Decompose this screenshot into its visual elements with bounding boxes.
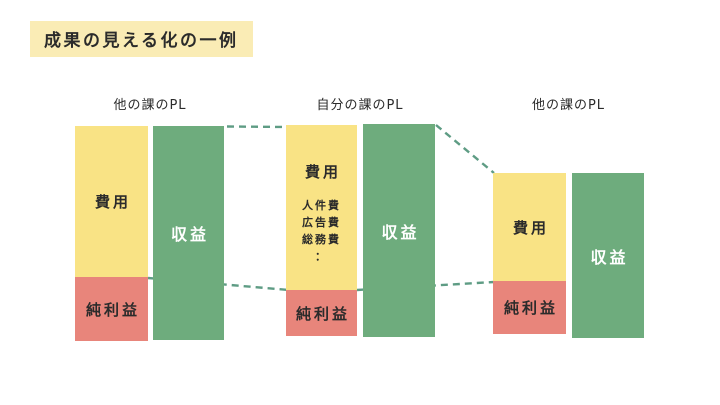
dashed-connector-profit-mid-right xyxy=(356,280,495,292)
expense-bar-left: 費用 xyxy=(75,126,148,277)
group-label-own-dept: 自分の課のPL xyxy=(316,98,404,113)
expense-bar-own: 費用 人件費 広告費 総務費 ： xyxy=(286,125,357,290)
expense-label: 費用 xyxy=(94,193,131,211)
expense-breakdown-list: 人件費 広告費 総務費 ： xyxy=(302,197,341,265)
dashed-connector-top-left-mid xyxy=(226,125,288,129)
expense-item-advertising: 広告費 xyxy=(302,216,341,229)
net-profit-bar-left: 純利益 xyxy=(75,277,148,341)
revenue-label: 収益 xyxy=(590,247,629,267)
page-title: 成果の見える化の一例 xyxy=(30,21,253,57)
revenue-bar-left: 収益 xyxy=(153,126,224,340)
revenue-bar-right: 収益 xyxy=(572,173,644,338)
net-profit-label: 純利益 xyxy=(503,299,558,317)
expense-label: 費用 xyxy=(304,163,341,181)
expense-item-personnel: 人件費 xyxy=(302,199,341,212)
expense-bar-right: 費用 xyxy=(493,173,566,281)
expense-label: 費用 xyxy=(512,218,549,237)
expense-item-general-affairs: 総務費 xyxy=(302,233,341,246)
expense-item-ellipsis: ： xyxy=(315,250,328,263)
revenue-label: 収益 xyxy=(381,222,420,242)
revenue-label: 収益 xyxy=(170,225,209,244)
dashed-connector-top-mid-right xyxy=(435,124,495,174)
revenue-bar-own: 収益 xyxy=(363,124,435,337)
net-profit-bar-right: 純利益 xyxy=(493,281,566,334)
net-profit-bar-own: 純利益 xyxy=(286,290,357,336)
group-label-other-dept-right: 他の課のPL xyxy=(531,98,606,113)
net-profit-label: 純利益 xyxy=(295,304,350,323)
net-profit-label: 純利益 xyxy=(85,300,140,319)
group-label-other-dept-left: 他の課のPL xyxy=(113,98,187,113)
